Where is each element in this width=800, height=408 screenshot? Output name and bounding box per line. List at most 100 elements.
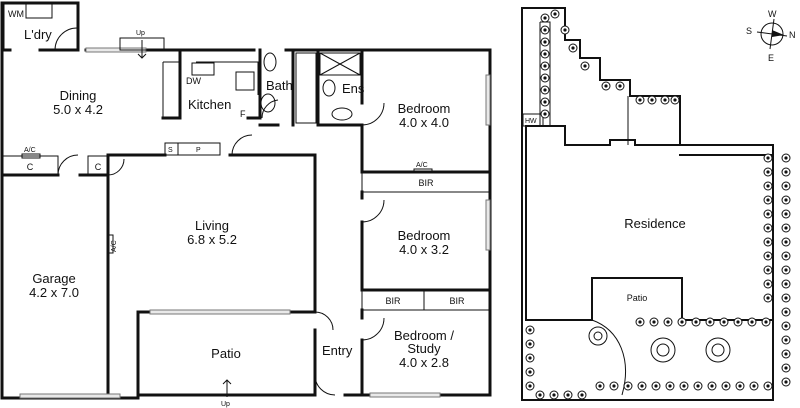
- shrub-center: [752, 384, 756, 388]
- bedroom2-dims: 4.0 x 3.2: [399, 242, 449, 257]
- shrub-center: [784, 198, 788, 202]
- shrub-center: [543, 76, 547, 80]
- shrub-center: [543, 88, 547, 92]
- garage-label: Garage: [32, 271, 75, 286]
- hw-box: [522, 113, 544, 127]
- shrub-center: [543, 40, 547, 44]
- compass-icon: N S E W: [746, 9, 796, 63]
- up-top-label: Up: [136, 30, 145, 37]
- residence-label: Residence: [624, 216, 685, 231]
- laundry-label: L'dry: [24, 27, 52, 42]
- shrub-center: [666, 320, 670, 324]
- shower-cross-2: [319, 52, 361, 76]
- ac-unit-bedroom: [413, 168, 433, 174]
- shrub-center: [543, 52, 547, 56]
- p-label: P: [196, 147, 201, 154]
- fridge-label: F: [240, 109, 246, 119]
- compass-n: N: [789, 30, 796, 40]
- shrub-center: [563, 28, 567, 32]
- shrub-center: [766, 156, 770, 160]
- kitchen-sink: [191, 62, 215, 76]
- shrub-center: [543, 64, 547, 68]
- tree-small: [588, 326, 608, 346]
- shrub-center: [654, 384, 658, 388]
- shrub-center: [640, 384, 644, 388]
- bathtub: [295, 52, 317, 124]
- shrub-center: [668, 384, 672, 388]
- bath-basin: [260, 93, 276, 113]
- kitchen-label: Kitchen: [188, 97, 231, 112]
- shrub-center: [543, 100, 547, 104]
- hw-label: HW: [525, 118, 537, 125]
- garage-door: [19, 393, 121, 399]
- shrub-center: [736, 320, 740, 324]
- shrub-center: [708, 320, 712, 324]
- shrub-center: [766, 240, 770, 244]
- shrub-center: [694, 320, 698, 324]
- shrub-center: [682, 384, 686, 388]
- shrub-center: [566, 393, 570, 397]
- bath-label: Bath: [266, 78, 293, 93]
- dining-dims: 5.0 x 4.2: [53, 102, 103, 117]
- bir-b-label: BIR: [449, 296, 465, 306]
- living-dims: 6.8 x 5.2: [187, 232, 237, 247]
- bir-b-box: [423, 289, 491, 311]
- shrub-center: [638, 98, 642, 102]
- living-label: Living: [195, 218, 229, 233]
- shrub-center: [543, 112, 547, 116]
- shrub-center: [784, 296, 788, 300]
- dining-label: Dining: [60, 88, 97, 103]
- shrub-center: [784, 156, 788, 160]
- shrub-center: [543, 28, 547, 32]
- shrub-center: [750, 320, 754, 324]
- bath-toilet: [263, 52, 277, 72]
- shower: [319, 52, 361, 76]
- door-swing-bed1: [361, 102, 385, 126]
- tree-left: [650, 337, 676, 363]
- ensuite-label: Ens: [342, 81, 365, 96]
- shrub-center: [538, 393, 542, 397]
- shrub-center: [652, 320, 656, 324]
- cupboard-right-box: [87, 155, 109, 176]
- up-arrow-top: [137, 40, 147, 59]
- cupboard-right-label: C: [95, 162, 102, 172]
- shrub-center: [784, 254, 788, 258]
- shrub-center: [766, 170, 770, 174]
- shrub-center: [766, 384, 770, 388]
- washing-machine: [25, 3, 53, 19]
- shrub-center: [766, 226, 770, 230]
- shrub-center: [638, 320, 642, 324]
- cupboard-left-box: [2, 155, 59, 176]
- shrub-center: [680, 320, 684, 324]
- shrub-center: [571, 46, 575, 50]
- bed1-window: [485, 74, 491, 126]
- bedroom1-dims: 4.0 x 4.0: [399, 115, 449, 130]
- shrub-center: [784, 310, 788, 314]
- shrub-center: [528, 342, 532, 346]
- shrub-center: [696, 384, 700, 388]
- kitchen-cooktop: [235, 71, 255, 91]
- bir-bedroom1-box: [361, 171, 491, 193]
- shrub-center: [784, 170, 788, 174]
- patio-label: Patio: [211, 346, 241, 361]
- entry-label: Entry: [322, 343, 353, 358]
- ac-unit-dining: [21, 153, 41, 159]
- s-label: S: [168, 147, 173, 154]
- siteplan-patio-label: Patio: [627, 293, 648, 303]
- shrub-center: [528, 356, 532, 360]
- shrub-center: [580, 393, 584, 397]
- shrub-center: [784, 268, 788, 272]
- bath-walls: [258, 48, 364, 127]
- bedroom1-label: Bedroom: [398, 101, 451, 116]
- shrub-center: [766, 268, 770, 272]
- ac-living-label: A/C: [111, 240, 118, 252]
- shrub-center: [553, 12, 557, 16]
- shrub-center: [598, 384, 602, 388]
- compass-s: S: [746, 26, 752, 36]
- door-swing-bed2: [361, 199, 385, 223]
- ens-basin: [331, 107, 353, 121]
- shrub-center: [784, 352, 788, 356]
- shrub-center: [784, 240, 788, 244]
- garage-dims: 4.2 x 7.0: [29, 285, 79, 300]
